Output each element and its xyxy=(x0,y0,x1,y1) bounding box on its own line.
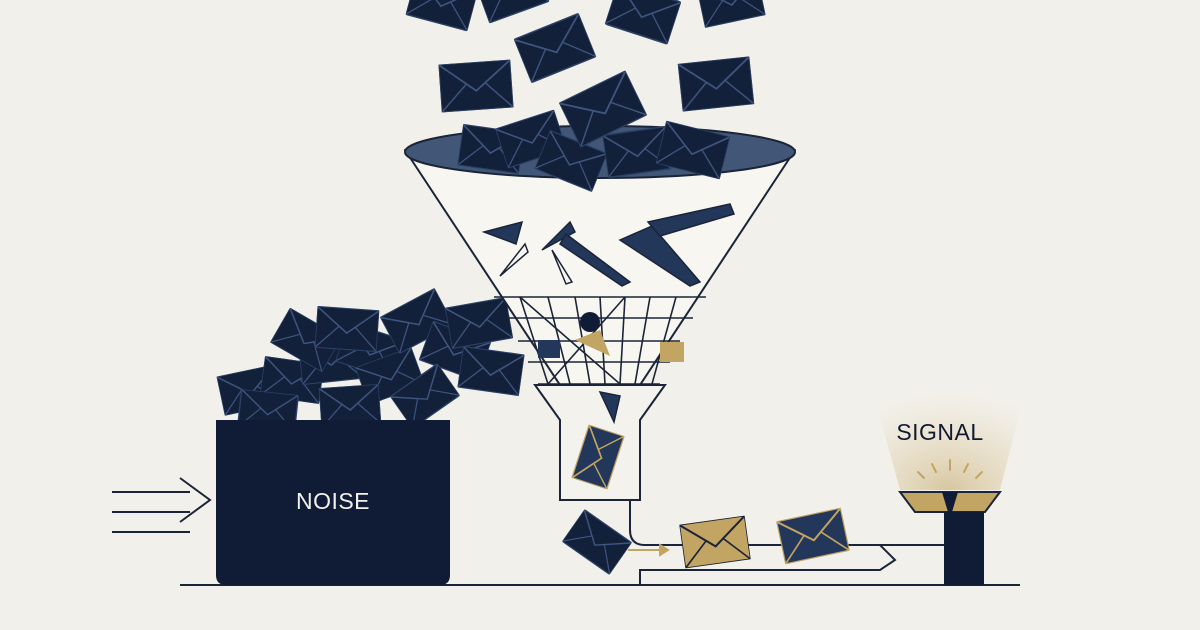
signal-label: SIGNAL xyxy=(896,419,984,445)
arrow-icon xyxy=(628,543,670,557)
overflow-envelopes xyxy=(216,287,525,434)
signal-glow xyxy=(868,372,1030,490)
output-envelopes xyxy=(561,507,850,576)
noise-bin xyxy=(216,420,450,585)
lamp-icon xyxy=(898,491,1002,585)
input-arrow-icon xyxy=(112,477,212,533)
falling-envelopes xyxy=(405,0,766,148)
noise-label: NOISE xyxy=(295,488,371,514)
